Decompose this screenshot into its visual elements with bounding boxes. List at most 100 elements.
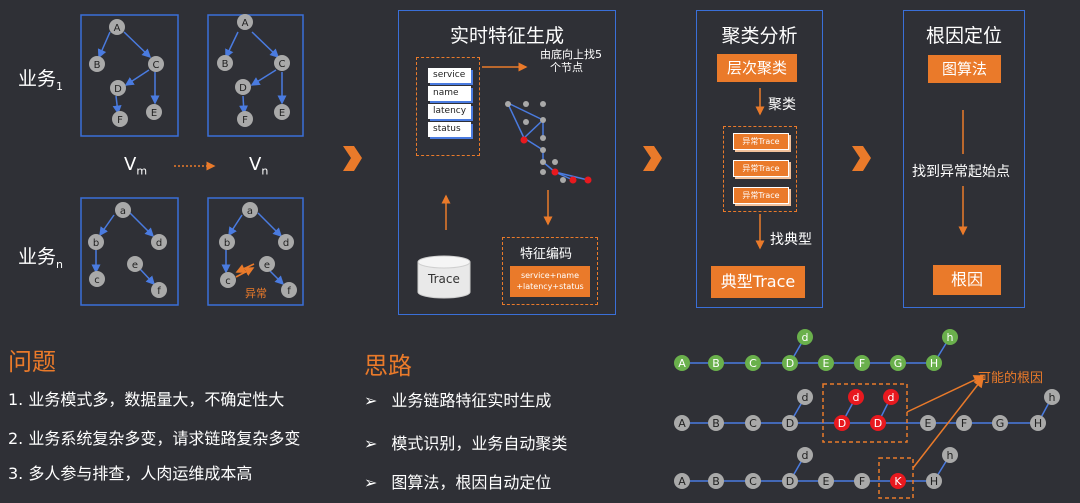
graph-node: A: [237, 14, 253, 30]
svg-text:h: h: [947, 449, 954, 462]
svg-text:F: F: [859, 475, 865, 488]
svg-text:d: d: [283, 238, 289, 249]
ideas-title: 思路: [364, 352, 412, 380]
flow-chevrons: [343, 146, 871, 171]
anomaly-dashed-box-row3: [878, 457, 914, 499]
graph-node: B: [217, 55, 233, 71]
chain-node: G: [890, 355, 906, 371]
database-icon: [417, 255, 471, 299]
graph-node: C: [148, 56, 164, 72]
chain-node: D: [782, 473, 798, 489]
graph-node: a: [242, 202, 258, 218]
graph-node: E: [146, 104, 162, 120]
cluster-title: 聚类分析: [721, 25, 798, 47]
cluster-label: 聚类: [768, 97, 796, 113]
graph-box-lower-right: [207, 197, 304, 306]
chain-node: d: [797, 329, 813, 345]
svg-text:B: B: [94, 60, 101, 71]
field-item: name: [428, 86, 471, 101]
root-panel: 根因定位: [903, 10, 1025, 308]
svg-text:B: B: [712, 417, 720, 430]
svg-text:D: D: [786, 475, 794, 488]
graph-node: f: [281, 282, 297, 298]
chain-node: d: [797, 447, 813, 463]
root-title: 根因定位: [925, 25, 1002, 47]
svg-text:H: H: [930, 357, 938, 370]
svg-text:c: c: [225, 276, 231, 287]
graph-node: F: [237, 111, 253, 127]
graph-node: D: [235, 79, 251, 95]
problem-item: 2. 业务系统复杂多变，请求链路复杂多变: [8, 429, 301, 448]
chain-node: E: [818, 355, 834, 371]
svg-text:E: E: [823, 357, 830, 370]
graph-node: A: [109, 19, 125, 35]
chain-node: D: [782, 355, 798, 371]
graph-node: C: [274, 55, 290, 71]
svg-text:A: A: [678, 357, 686, 370]
chain-node: H: [926, 473, 942, 489]
abnormal-trace-item: 异常Trace: [733, 187, 789, 204]
svg-text:f: f: [157, 286, 161, 297]
anomaly-dashed-box-row2: [822, 383, 908, 443]
svg-text:K: K: [894, 475, 902, 488]
trace-db-label: Trace: [428, 272, 460, 286]
graph-lower-right: [221, 212, 285, 286]
svg-text:F: F: [859, 357, 865, 370]
svg-text:D: D: [786, 357, 794, 370]
cluster-panel: 聚类分析: [696, 10, 823, 308]
find-start-label: 找到异常起始点: [912, 164, 1010, 180]
vm-label: Vm: [124, 154, 148, 178]
chevron-arrow-icon: [852, 146, 871, 171]
svg-text:a: a: [120, 206, 126, 217]
chain-node: A: [674, 473, 690, 489]
svg-text:d: d: [156, 238, 162, 249]
chain-node: h: [942, 447, 958, 463]
chain-node: A: [674, 355, 690, 371]
graph-node: B: [89, 56, 105, 72]
chain-node: E: [818, 473, 834, 489]
svg-text:D: D: [114, 84, 122, 95]
chain-node: A: [674, 415, 690, 431]
chain-node: B: [708, 473, 724, 489]
graph-node: e: [127, 256, 143, 272]
graph-node: E: [274, 104, 290, 120]
graph-upper-left: [97, 31, 160, 115]
svg-text:B: B: [712, 357, 720, 370]
svg-text:A: A: [678, 475, 686, 488]
chain-node: d: [848, 389, 864, 405]
graph-node: a: [115, 202, 131, 218]
graph-node: b: [219, 234, 235, 250]
chain-node: h: [942, 329, 958, 345]
svg-text:e: e: [132, 260, 138, 271]
chain-node: C: [745, 415, 761, 431]
svg-text:E: E: [823, 475, 830, 488]
root-arrow: [958, 110, 968, 236]
idea-item: ➢图算法，根因自动定位: [364, 473, 552, 492]
chain-node: E: [920, 415, 936, 431]
chain-node: d: [883, 389, 899, 405]
graph-box-upper-right: [207, 14, 304, 137]
find-typical-label: 找典型: [770, 232, 812, 248]
encode-title: 特征编码: [520, 247, 573, 262]
encode-box: [502, 237, 598, 305]
svg-text:E: E: [279, 108, 285, 119]
graph-node: D: [110, 80, 126, 96]
chain-node: F: [854, 473, 870, 489]
svg-text:B: B: [712, 475, 720, 488]
svg-text:F: F: [242, 115, 248, 126]
svg-text:c: c: [94, 275, 100, 286]
svg-text:E: E: [151, 108, 157, 119]
field-item: service: [428, 68, 471, 83]
chain-node: G: [992, 415, 1008, 431]
graph-algo-box: 图算法: [928, 55, 1001, 83]
svg-text:b: b: [224, 238, 230, 249]
chevron-arrow-icon: [643, 146, 662, 171]
svg-text:F: F: [961, 417, 967, 430]
chain-node: C: [745, 473, 761, 489]
svg-text:C: C: [749, 475, 757, 488]
svg-text:A: A: [114, 23, 121, 34]
chain-node: C: [745, 355, 761, 371]
chain-node: B: [708, 355, 724, 371]
problems-title: 问题: [8, 348, 56, 376]
